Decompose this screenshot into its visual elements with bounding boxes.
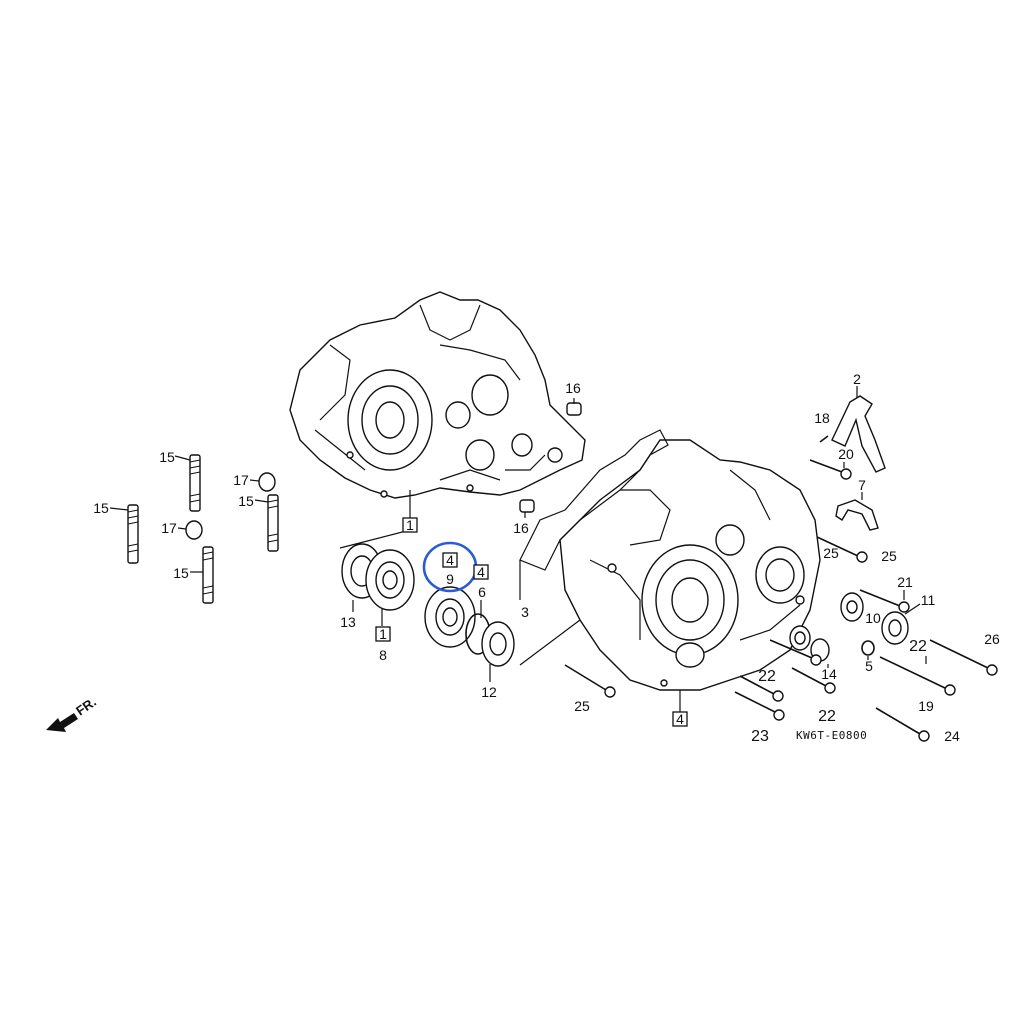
boxed-ref-4-right: 4 [473,564,489,580]
boxed-ref-4-highlighted: 4 [442,552,458,568]
part-label: 25 [881,548,897,564]
part-label: 9 [446,571,454,587]
oil-seal-10 [840,592,864,622]
left-crankcase [289,291,586,499]
part-label: 15 [173,565,189,581]
part-label: 13 [340,614,356,630]
part-label: 7 [858,477,866,493]
part-label: 19 [918,698,934,714]
stud-bolt [127,454,279,604]
part-label: 15 [238,493,254,509]
collar [185,472,276,540]
part-label: 21 [897,574,913,590]
bearing-8 [365,549,415,611]
part-label: 3 [521,604,529,620]
svg-text:1: 1 [379,626,387,642]
part-label: 5 [865,658,873,674]
seal-ring [789,625,811,651]
tube-clip [819,435,829,443]
part-label: 10 [865,610,881,626]
part-label: 6 [478,584,486,600]
front-direction-label: FR. [73,694,99,718]
right-crankcase [559,439,821,691]
boxed-ref-1-lower: 1 [375,626,391,642]
svg-text:4: 4 [676,711,684,727]
part-label: 25 [823,545,839,561]
part-label: 11 [921,592,936,608]
part-label: 16 [513,520,529,536]
part-label: 2 [853,371,861,387]
svg-text:4: 4 [477,564,485,580]
part-label: 15 [93,500,109,516]
front-direction-arrow: FR. [46,694,99,732]
part-label: 17 [161,520,177,536]
part-label: 16 [565,380,581,396]
svg-text:4: 4 [446,552,454,568]
part-label: 18 [814,410,830,426]
boxed-ref-1-upper: 1 [402,517,418,533]
part-label: 26 [984,631,1000,647]
part-label: 23 [751,728,769,745]
part-label: 24 [944,728,960,744]
part-labels: 2 3 5 6 7 8 9 10 11 12 13 14 15 15 15 15… [93,371,1000,745]
part-label: 15 [159,449,175,465]
boxed-ref-4-crankcase: 4 [672,711,688,727]
part-label: 8 [379,647,387,663]
diagram-code: KW6T-E0800 [796,729,867,742]
part-label: 14 [821,666,837,682]
o-ring-5 [861,640,875,656]
svg-text:1: 1 [406,517,414,533]
bearing-9 [424,586,476,648]
oil-seal-11 [881,611,909,645]
part-label: 22 [758,668,776,685]
tube-guide [835,499,879,531]
part-label: 25 [574,698,590,714]
oil-seal-12 [481,621,515,667]
breather-tube [831,395,886,473]
dowel-pin [519,402,582,513]
part-label: 22 [909,638,927,655]
part-label: 12 [481,684,497,700]
crankcase-gasket [519,429,669,571]
part-label: 17 [233,472,249,488]
leader-lines [109,386,927,712]
bolt [564,459,998,742]
part-label: 20 [838,446,854,462]
part-label: 22 [818,708,836,725]
